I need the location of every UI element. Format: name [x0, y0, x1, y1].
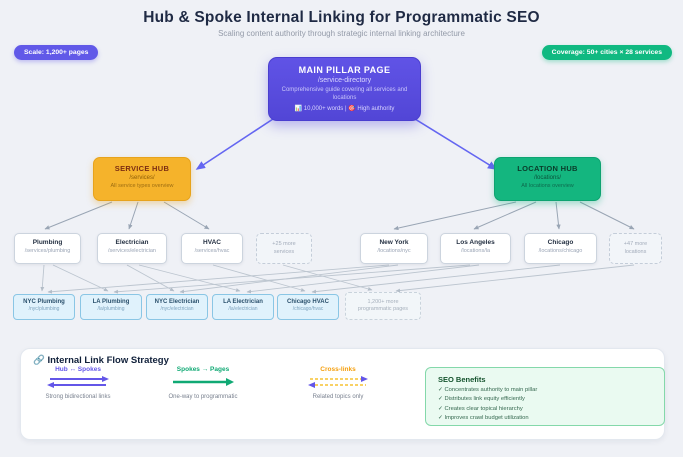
- legend-desc: Strong bidirectional links: [45, 394, 111, 400]
- page-nyc-electrician: NYC Electrician /nyc/electrician: [146, 294, 208, 320]
- scale-badge: Scale: 1,200+ pages: [14, 45, 99, 60]
- service-hub-url: /services/: [129, 175, 155, 181]
- page-title-text: NYC Plumbing: [23, 299, 65, 305]
- more-services-node: +25 more services: [256, 233, 312, 264]
- spoke-title: Chicago: [547, 239, 574, 246]
- location-hub-url: /locations/: [533, 175, 561, 181]
- spoke-url: /services/electrician: [108, 248, 156, 254]
- seo-benefit-item: ✓ Improves crawl budget utilization: [438, 414, 529, 421]
- page-la-plumbing: LA Plumbing /la/plumbing: [80, 294, 142, 320]
- page-url: /nyc/plumbing: [28, 306, 60, 312]
- spoke-url: /locations/la: [460, 248, 491, 254]
- legend-item-spokes-pages: Spokes → Pages One-way to programmatic: [155, 366, 251, 400]
- pillar-stats: 📊 10,000+ words | 🎯 High authority: [294, 106, 395, 112]
- page-url: /chicago/hvac: [292, 306, 324, 312]
- cross-links-arrow-icon: [308, 376, 368, 388]
- spoke-url: /services/hvac: [194, 248, 230, 254]
- one-way-arrow-icon: [173, 378, 234, 386]
- spoke-chicago: Chicago /locations/chicago: [524, 233, 597, 264]
- location-hub-node: LOCATION HUB /locations/ All locations o…: [494, 157, 601, 201]
- page-chicago-hvac: Chicago HVAC /chicago/hvac: [277, 294, 339, 320]
- page-url: /la/electrician: [228, 306, 258, 312]
- spoke-title: HVAC: [203, 239, 221, 246]
- spoke-new-york: New York /locations/nyc: [360, 233, 428, 264]
- legend-item-cross-links: Cross-links Related topics only: [290, 366, 386, 400]
- spoke-url: /locations/nyc: [377, 248, 411, 254]
- page-title-text: LA Electrician: [223, 299, 263, 305]
- spoke-url: /locations/chicago: [538, 248, 583, 254]
- legend-title-text: Internal Link Flow Strategy: [47, 355, 169, 366]
- more-locations-node: +47 more locations: [609, 233, 662, 264]
- seo-benefit-item: ✓ Concentrates authority to main pillar: [438, 387, 538, 394]
- spoke-title: Los Angeles: [456, 239, 495, 246]
- legend-label: Spokes → Pages: [176, 366, 230, 373]
- spoke-los-angeles: Los Angeles /locations/la: [440, 233, 511, 264]
- pillar-title: MAIN PILLAR PAGE: [298, 65, 391, 75]
- page-title-text: Chicago HVAC: [287, 299, 329, 305]
- service-hub-description: All service types overview: [110, 183, 174, 189]
- service-hub-node: SERVICE HUB /services/ All service types…: [93, 157, 191, 201]
- coverage-badge: Coverage: 50+ cities × 28 services: [541, 45, 672, 60]
- legend-desc: One-way to programmatic: [168, 394, 238, 400]
- page-title-text: NYC Electrician: [154, 299, 200, 305]
- more-pages-node: 1,200+ more programmatic pages: [345, 292, 421, 320]
- page-url: /la/plumbing: [97, 306, 125, 312]
- location-hub-description: All locations overview: [521, 183, 574, 189]
- page-nyc-plumbing: NYC Plumbing /nyc/plumbing: [13, 294, 75, 320]
- legend-item-hub-spokes: Hub ↔ Spokes Strong bidirectional links: [30, 366, 126, 400]
- seo-benefit-item: ✓ Distributes link equity efficiently: [438, 396, 525, 403]
- legend-label: Hub ↔ Spokes: [55, 366, 101, 373]
- page-title-text: LA Plumbing: [92, 299, 130, 305]
- seo-benefits-box: SEO Benefits ✓ Concentrates authority to…: [425, 367, 665, 426]
- legend-label: Cross-links: [320, 366, 356, 373]
- spoke-title: Plumbing: [32, 239, 63, 246]
- link-icon: 🔗: [33, 355, 45, 366]
- seo-benefits-title: SEO Benefits: [438, 375, 486, 384]
- spoke-title: Electrician: [115, 239, 149, 246]
- spoke-plumbing: Plumbing /services/plumbing: [14, 233, 81, 264]
- seo-benefit-item: ✓ Creates clear topical hierarchy: [438, 405, 523, 412]
- bidirectional-arrow-icon: [47, 376, 109, 388]
- spoke-electrician: Electrician /services/electrician: [97, 233, 167, 264]
- spoke-title: New York: [379, 239, 409, 246]
- page-url: /nyc/electrician: [160, 306, 194, 312]
- spoke-hvac: HVAC /services/hvac: [181, 233, 243, 264]
- legend-desc: Related topics only: [312, 394, 364, 400]
- page-la-electrician: LA Electrician /la/electrician: [212, 294, 274, 320]
- pillar-url: /service-directory: [317, 77, 372, 84]
- service-hub-title: SERVICE HUB: [114, 164, 170, 173]
- page-title: Hub & Spoke Internal Linking for Program…: [143, 9, 540, 26]
- spoke-url: /services/plumbing: [24, 248, 71, 254]
- legend-title: 🔗 Internal Link Flow Strategy: [33, 355, 169, 366]
- location-hub-title: LOCATION HUB: [517, 164, 578, 173]
- pillar-description: Comprehensive guide covering all service…: [281, 87, 408, 101]
- page-subtitle: Scaling content authority through strate…: [218, 29, 465, 38]
- main-pillar-node: MAIN PILLAR PAGE /service-directory Comp…: [268, 57, 421, 121]
